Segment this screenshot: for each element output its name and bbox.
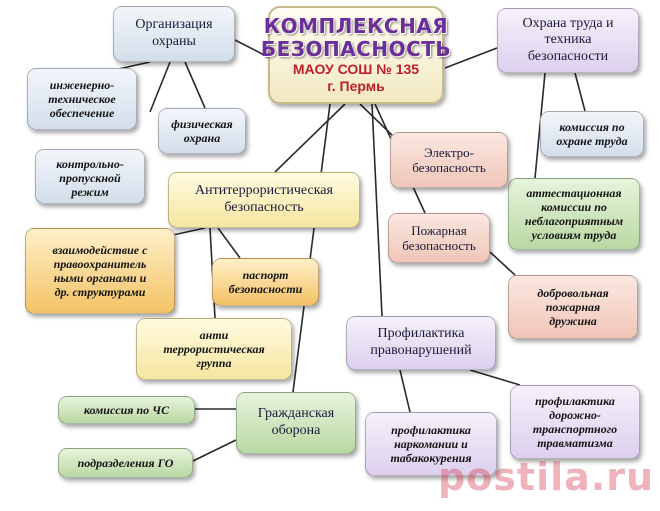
node-civil-defense-line: оборона — [271, 423, 321, 438]
node-labor-commission-line: комиссия по — [559, 119, 625, 134]
node-law-enforcement-interaction-line: др. структурами — [54, 285, 146, 300]
node-traffic-injury-prevention-line: травматизма — [537, 436, 613, 451]
node-electrical-safety-line: Электро- — [424, 144, 474, 160]
node-attestation-commission-line: аттестационная — [526, 185, 622, 200]
node-access-control: контрольно- пропускной режим — [35, 149, 145, 204]
node-offense-prevention-line: Профилактика — [377, 326, 465, 342]
node-traffic-injury-prevention-line: транспортного — [532, 422, 618, 436]
node-volunteer-fire-brigade-line: пожарная — [545, 299, 601, 314]
school-name: МАОУ СОШ № 135 — [292, 61, 420, 78]
node-volunteer-fire-brigade: добровольная пожарная дружина — [508, 275, 638, 339]
node-law-enforcement-interaction: взаимодействие с правоохранитель ными ор… — [25, 228, 175, 314]
node-labor-commission-line: охране труда — [556, 134, 628, 148]
node-attestation-commission-line: неблагоприятным — [524, 214, 624, 228]
node-labor-protection-line: безопасности — [527, 48, 609, 64]
node-emergency-commission-label: комиссия по ЧС — [83, 402, 170, 417]
node-access-control-line: пропускной — [59, 171, 121, 186]
node-physical-security-line: охрана — [183, 131, 221, 145]
node-offense-prevention-line: правонарушений — [370, 343, 472, 358]
node-antiterror-security-line: безопасность — [224, 200, 304, 215]
node-attestation-commission: аттестационная комиссии по неблагоприятн… — [508, 178, 640, 250]
node-electrical-safety-line: безопасность — [412, 160, 486, 175]
node-labor-commission: комиссия по охране труда — [540, 111, 644, 157]
node-labor-protection-line: Охрана труда и — [522, 15, 614, 31]
node-attestation-commission-line: комиссии по — [541, 199, 607, 214]
node-drug-prevention-line: профилактика — [391, 422, 471, 437]
node-security-passport-line: паспорт — [242, 267, 289, 282]
node-fire-safety: Пожарная безопасность — [388, 213, 490, 263]
node-traffic-injury-prevention-line: профилактика — [535, 393, 615, 408]
node-emergency-commission: комиссия по ЧС — [58, 396, 195, 424]
node-traffic-injury-prevention-line: дорожно- — [549, 407, 601, 422]
node-volunteer-fire-brigade-line: дружина — [549, 314, 597, 329]
node-drug-prevention: профилактика наркомании и табакокурения — [365, 412, 497, 476]
central-node: КОМПЛЕКСНАЯ БЕЗОПАСНОСТЬ МАОУ СОШ № 135 … — [261, 6, 451, 104]
node-traffic-injury-prevention: профилактика дорожно- транспортного трав… — [510, 385, 640, 459]
node-engineering-support-line: техническое — [48, 91, 116, 106]
node-antiterror-security: Антитеррористическая безопасность — [168, 172, 360, 228]
node-drug-prevention-line: табакокурения — [390, 451, 472, 466]
center-title-line2: БЕЗОПАСНОСТЬ — [260, 37, 452, 62]
node-antiterror-group: анти террористическая группа — [136, 318, 292, 380]
node-antiterror-group-line: группа — [196, 356, 232, 371]
node-drug-prevention-line: наркомании и — [394, 436, 468, 451]
node-security-passport-line: безопасности — [228, 282, 303, 296]
node-civil-defense-line: Гражданская — [257, 406, 335, 422]
node-labor-protection: Охрана труда и техника безопасности — [497, 8, 639, 73]
node-civil-defense-units: подразделения ГО — [58, 448, 193, 478]
node-physical-security: физическая охрана — [158, 108, 246, 154]
node-antiterror-security-line: Антитеррористическая — [195, 183, 333, 199]
node-engineering-support-line: инженерно- — [49, 77, 115, 92]
node-civil-defense: Гражданская оборона — [236, 392, 356, 454]
node-engineering-support: инженерно- техническое обеспечение — [27, 68, 137, 130]
node-antiterror-group-line: террористическая — [163, 341, 265, 356]
node-fire-safety-line: Пожарная — [411, 222, 467, 238]
school-city: г. Пермь — [327, 78, 385, 94]
node-fire-safety-line: безопасность — [402, 238, 476, 253]
node-security-organization-line: охраны — [152, 34, 196, 49]
node-law-enforcement-interaction-line: правоохранитель — [53, 256, 147, 271]
node-access-control-line: контрольно- — [56, 157, 124, 171]
node-security-organization-line: Организация — [135, 17, 213, 33]
node-law-enforcement-interaction-line: ными органами и — [53, 271, 147, 285]
node-antiterror-group-line: анти — [199, 327, 229, 342]
node-access-control-line: режим — [71, 185, 109, 200]
node-volunteer-fire-brigade-line: добровольная — [537, 285, 609, 300]
node-electrical-safety: Электро- безопасность — [390, 132, 508, 188]
node-civil-defense-units-label: подразделения ГО — [77, 455, 174, 470]
node-attestation-commission-line: условиям труда — [531, 228, 617, 243]
watermark: postila.ru — [437, 455, 654, 499]
node-law-enforcement-interaction-line: взаимодействие с — [52, 242, 148, 257]
center-title-line1: КОМПЛЕКСНАЯ — [263, 14, 449, 39]
node-engineering-support-line: обеспечение — [49, 106, 115, 121]
node-security-passport: паспорт безопасности — [212, 258, 319, 306]
node-labor-protection-line: техника — [544, 32, 592, 48]
node-offense-prevention: Профилактика правонарушений — [346, 316, 496, 370]
node-security-organization: Организация охраны — [113, 6, 235, 62]
node-physical-security-line: физическая — [171, 116, 233, 131]
